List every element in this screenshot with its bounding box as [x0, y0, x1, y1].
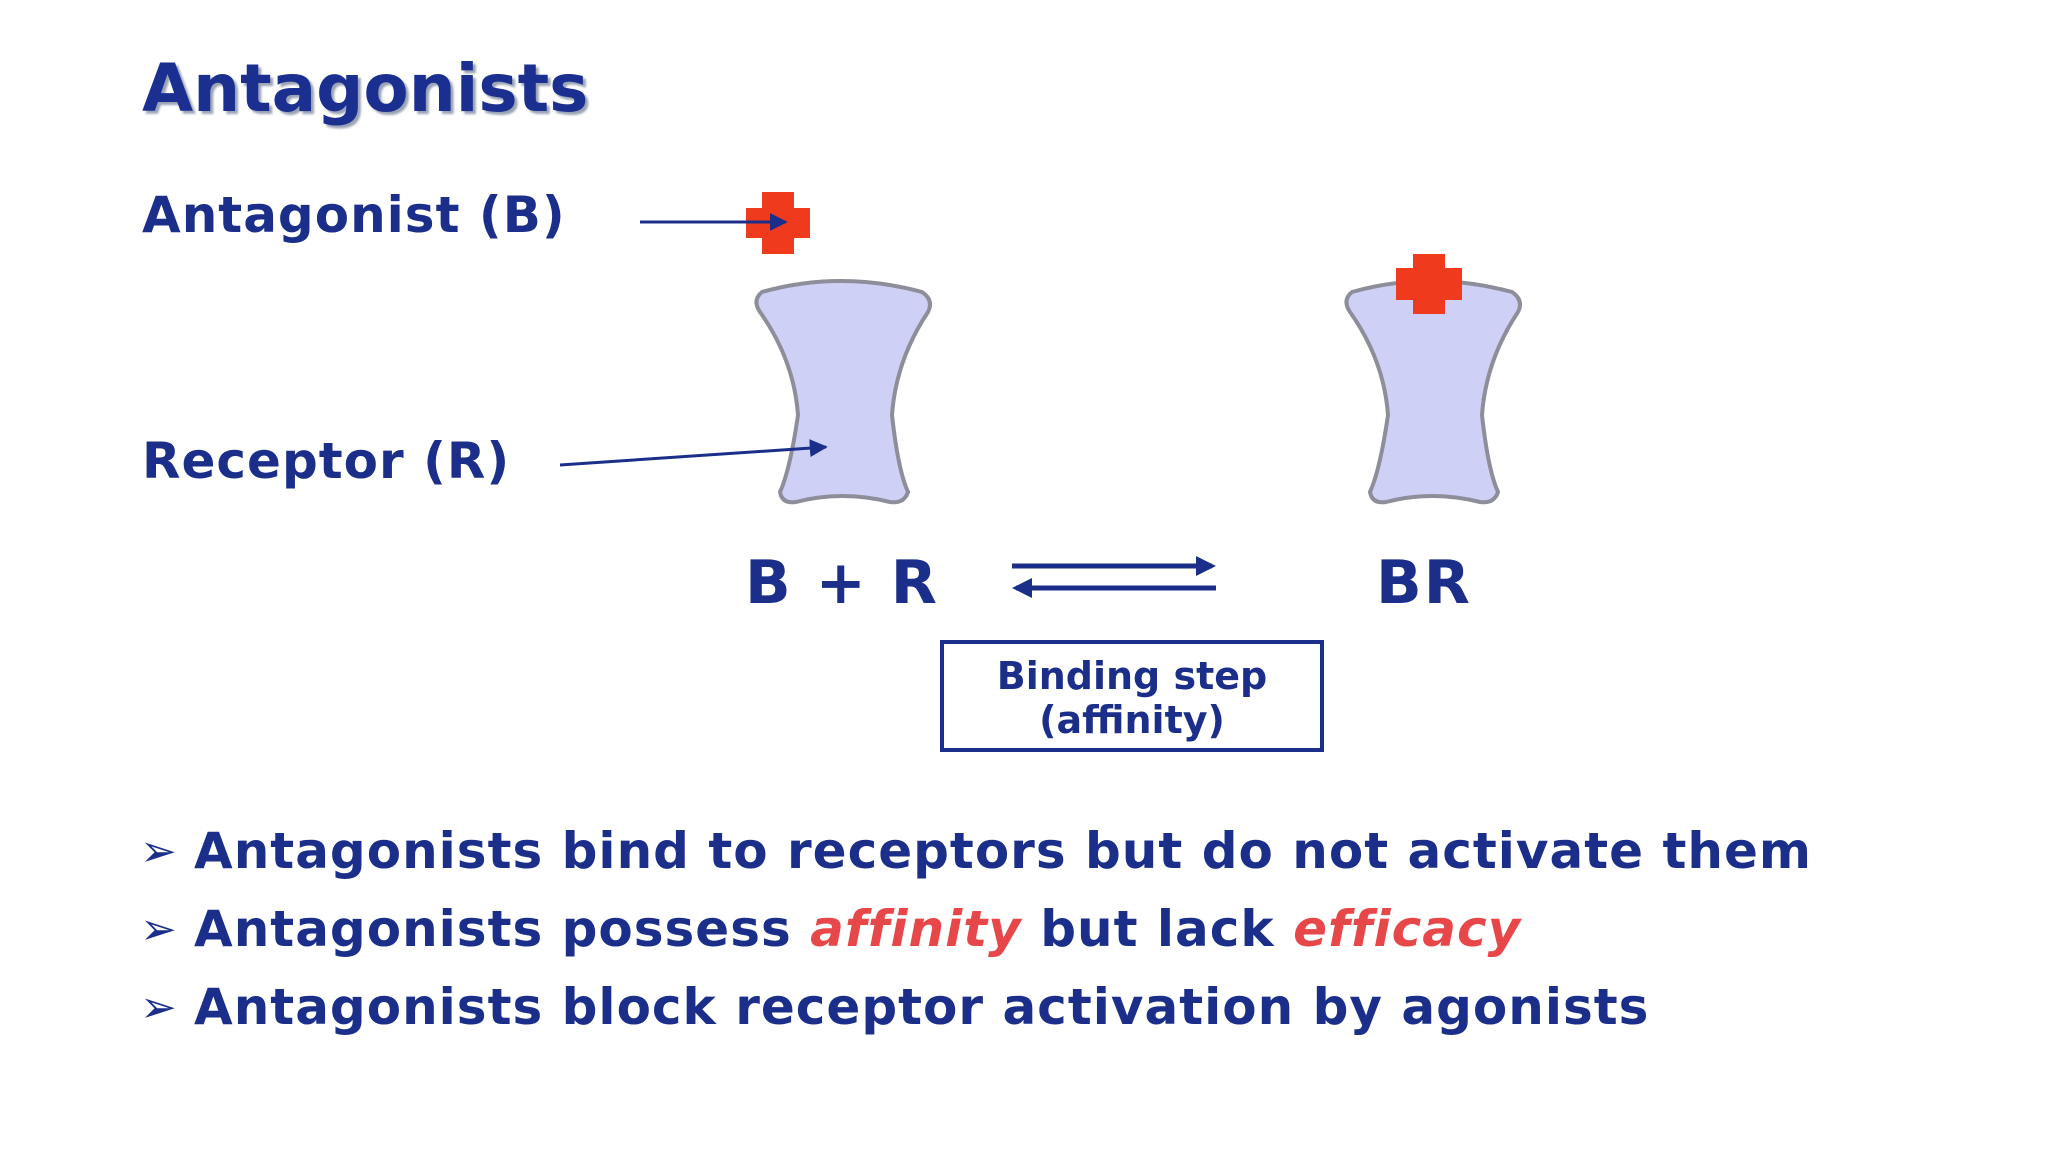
bullet-arrow-icon: ➢: [140, 981, 178, 1033]
antagonist-cross-bound: [1396, 254, 1462, 314]
emphasis-efficacy: efficacy: [1293, 900, 1522, 958]
emphasis-affinity: affinity: [810, 900, 1022, 958]
slide-title: Antagonists: [142, 50, 589, 127]
bullet-list: ➢ Antagonists bind to receptors but do n…: [140, 812, 1812, 1046]
binding-step-box: Binding step (affinity): [940, 640, 1324, 752]
bullet-item: ➢ Antagonists block receptor activation …: [140, 968, 1812, 1046]
receptor-label: Receptor (R): [142, 432, 511, 490]
bullet-item: ➢ Antagonists bind to receptors but do n…: [140, 812, 1812, 890]
equation-right: BR: [1376, 548, 1472, 618]
equilibrium-arrows: [1012, 556, 1216, 598]
binding-box-line1: Binding step: [996, 654, 1268, 698]
receptor-right: [1344, 279, 1522, 505]
bullet-arrow-icon: ➢: [140, 903, 178, 955]
antagonist-label: Antagonist (B): [142, 186, 566, 244]
bullet-arrow-icon: ➢: [140, 825, 178, 877]
receptor-left: [754, 279, 932, 505]
receptor-pointer-arrow: [559, 439, 828, 467]
bullet-text: Antagonists bind to receptors but do not…: [194, 822, 1812, 880]
bullet-text-part: but lack: [1021, 900, 1294, 958]
equation-left: B + R: [745, 548, 939, 618]
binding-box-line2: (affinity): [1039, 698, 1225, 742]
bullet-item: ➢ Antagonists possess affinity but lack …: [140, 890, 1812, 968]
bullet-text-part: Antagonists possess: [194, 900, 811, 958]
bullet-text: Antagonists block receptor activation by…: [194, 978, 1650, 1036]
